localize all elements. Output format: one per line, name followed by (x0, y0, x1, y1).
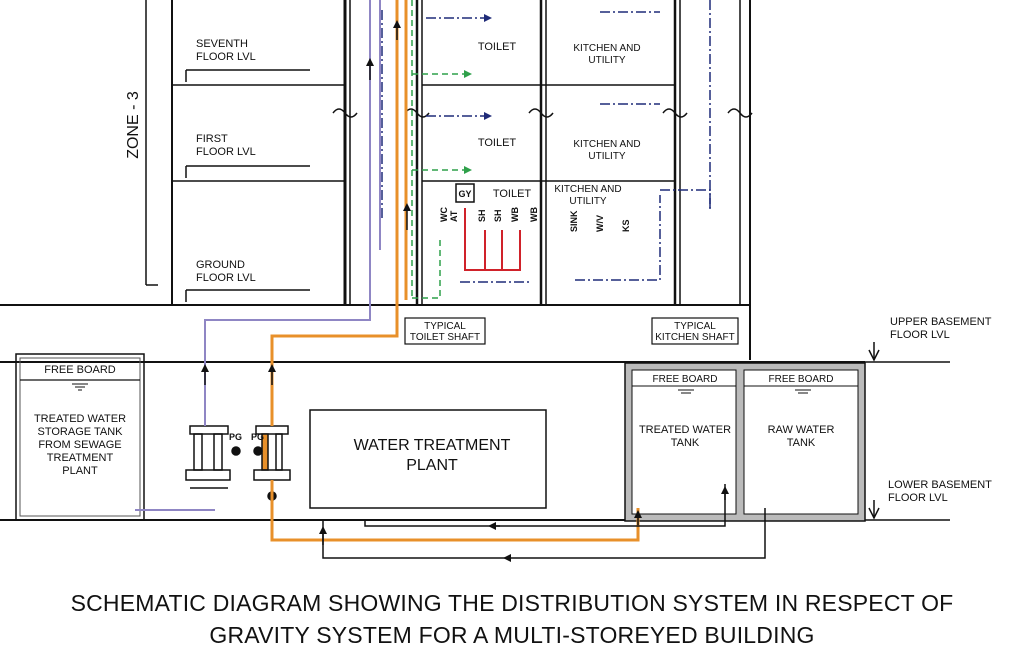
room-kitchen-7-line2: UTILITY (588, 55, 626, 66)
caption-line-2: GRAVITY SYSTEM FOR A MULTI-STOREYED BUIL… (209, 622, 815, 648)
storage-label-5: PLANT (62, 465, 98, 477)
blue-drain-pipes (381, 0, 711, 283)
floor-label-ground-line2: FLOOR LVL (196, 272, 256, 284)
fixture-wc: WC (439, 207, 449, 222)
pressure-gauge-label-1: PG (229, 432, 242, 442)
floor-label-first-line1: FIRST (196, 133, 228, 145)
room-kitchen-g-line2: UTILITY (569, 196, 607, 207)
kitchen-shaft-label-line2: KITCHEN SHAFT (655, 332, 734, 343)
toilet-shaft-label-box (404, 317, 486, 345)
room-kitchen-1-line1: KITCHEN AND (573, 139, 640, 150)
plant-label-1: WATER TREATMENT (354, 437, 511, 454)
storage-label-3: FROM SEWAGE (38, 439, 121, 451)
water-treatment-plant (309, 409, 547, 509)
floor-label-first-line2: FLOOR LVL (196, 146, 256, 158)
fixture-wv: W/V (595, 215, 605, 232)
toilet-shaft-label-line1: TYPICAL (424, 321, 466, 332)
zone-label: ZONE - 3 (125, 91, 142, 159)
kitchen-shaft-label-line1: TYPICAL (674, 321, 716, 332)
plumbing-schematic: ZONE - 3 SEVENTH FLOOR LVL FIRST FLOOR L… (0, 0, 992, 562)
storage-label-2: STORAGE TANK (38, 426, 124, 438)
raw-tank-label-2: TANK (787, 437, 816, 449)
fixture-sh-1: SH (477, 209, 487, 222)
pump-set-purple (185, 425, 241, 489)
fixture-wb-1: WB (510, 207, 520, 222)
storage-label-1: TREATED WATER (34, 413, 126, 425)
floor-label-seventh-line1: SEVENTH (196, 38, 248, 50)
room-kitchen-7-line1: KITCHEN AND (573, 43, 640, 54)
floor-label-seventh-line2: FLOOR LVL (196, 51, 256, 63)
treated-tank-label-1: TREATED WATER (639, 424, 731, 436)
kitchen-shaft-label-box (651, 317, 739, 345)
upper-basement-line1: UPPER BASEMENT (890, 316, 992, 328)
storage-free-board: FREE BOARD (44, 364, 116, 376)
caption-line-1: SCHEMATIC DIAGRAM SHOWING THE DISTRIBUTI… (70, 590, 954, 616)
room-toilet-g: TOILET (493, 188, 532, 200)
fixture-ks: KS (621, 219, 631, 232)
storage-label-4: TREATMENT (47, 452, 114, 464)
lower-basement-line1: LOWER BASEMENT (888, 479, 992, 491)
lower-basement-line2: FLOOR LVL (888, 492, 948, 504)
geyser-icon (455, 183, 475, 203)
fixture-sink: SINK (569, 210, 579, 232)
room-toilet-1: TOILET (478, 137, 517, 149)
pressure-gauge-label-2: PG (251, 432, 264, 442)
floor-label-ground-line1: GROUND (196, 259, 245, 271)
toilet-shaft-label-line2: TOILET SHAFT (410, 332, 480, 343)
raw-tank-label-1: RAW WATER (768, 424, 835, 436)
treated-free-board: FREE BOARD (652, 374, 717, 385)
fixture-wb-2: WB (529, 207, 539, 222)
raw-water-tank (743, 369, 859, 515)
room-toilet-7: TOILET (478, 41, 517, 53)
treated-tank-label-2: TANK (671, 437, 700, 449)
plant-label-2: PLANT (406, 457, 458, 474)
flow-arrows (201, 20, 729, 545)
treated-storage-tank (15, 353, 145, 521)
room-kitchen-1-line2: UTILITY (588, 151, 626, 162)
green-pipes (411, 0, 472, 299)
raw-free-board: FREE BOARD (768, 374, 833, 385)
red-hot-pipes (464, 208, 521, 271)
fixture-sh-2: SH (493, 209, 503, 222)
gy-label: GY (458, 189, 471, 199)
room-kitchen-g-line1: KITCHEN AND (554, 184, 621, 195)
fixture-at: AT (449, 210, 459, 222)
upper-basement-line2: FLOOR LVL (890, 329, 950, 341)
